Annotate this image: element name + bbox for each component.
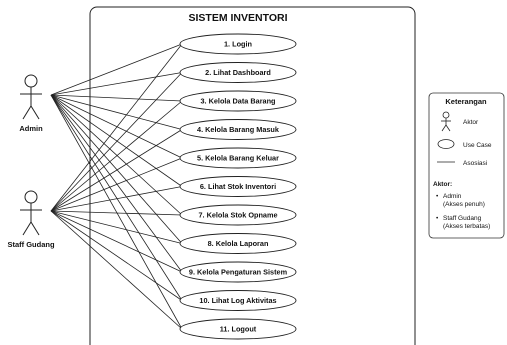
use-case-8: 8. Kelola Laporan bbox=[179, 233, 297, 254]
staff-association-line-1 bbox=[50, 43, 183, 212]
legend-staff-access: (Akses terbatas) bbox=[443, 223, 490, 230]
legend-actor-icon bbox=[441, 111, 451, 132]
legend-use-case-label: Use Case bbox=[463, 142, 492, 149]
legend-admin-access: (Akses penuh) bbox=[443, 201, 485, 208]
use-case-ellipse bbox=[179, 176, 297, 197]
staff-association-line-3 bbox=[50, 100, 183, 212]
use-case-2: 2. Lihat Dashboard bbox=[179, 62, 297, 83]
staff-association-line-2 bbox=[50, 72, 183, 212]
use-case-label: 2. Lihat Dashboard bbox=[205, 68, 271, 77]
staff-association-line-7 bbox=[50, 210, 183, 216]
actor-admin-leg-right bbox=[30, 105, 40, 120]
staff-association-line-10 bbox=[50, 210, 183, 301]
legend-actors-heading: Aktor: bbox=[433, 181, 452, 188]
admin-association-line-10 bbox=[50, 94, 183, 301]
admin-association-line-3 bbox=[50, 94, 183, 102]
use-case-label: 10. Lihat Log Aktivitas bbox=[199, 296, 276, 305]
legend-staff-name: Staff Gudang bbox=[443, 215, 482, 222]
use-case-ellipse bbox=[179, 204, 297, 226]
actor-admin bbox=[20, 74, 42, 120]
admin-association-line-1 bbox=[50, 43, 183, 96]
actor-staff-label: Staff Gudang bbox=[7, 240, 54, 249]
use-case-7: 7. Kelola Stok Opname bbox=[179, 204, 297, 226]
use-case-ellipse bbox=[179, 33, 297, 55]
association-lines bbox=[50, 43, 183, 330]
use-case-4: 4. Kelola Barang Masuk bbox=[179, 119, 297, 140]
use-case-label: 4. Kelola Barang Masuk bbox=[197, 125, 280, 134]
use-case-ellipse bbox=[179, 147, 297, 169]
actor-staff-gudang bbox=[20, 190, 42, 236]
use-case-label: 7. Kelola Stok Opname bbox=[198, 211, 277, 220]
admin-association-line-9 bbox=[50, 94, 183, 273]
staff-association-line-8 bbox=[50, 210, 183, 244]
use-case-6: 6. Lihat Stok Inventori bbox=[179, 176, 297, 197]
use-case-ellipse bbox=[179, 119, 297, 140]
legend-use-case-icon bbox=[437, 139, 455, 149]
staff-association-line-4 bbox=[50, 129, 183, 212]
actor-admin-head bbox=[24, 74, 38, 88]
actor-staff-leg-right bbox=[30, 221, 40, 236]
actor-admin-label: Admin bbox=[19, 124, 43, 133]
staff-association-line-5 bbox=[50, 157, 183, 212]
legend-title: Keterangan bbox=[445, 97, 487, 106]
use-case-3: 3. Kelola Data Barang bbox=[179, 90, 297, 112]
legend-association-label: Asosiasi bbox=[463, 160, 487, 167]
legend: Keterangan Aktor Use Case Asosiasi Aktor… bbox=[428, 92, 505, 239]
legend-actor-label: Aktor bbox=[463, 119, 479, 126]
use-case-ellipse bbox=[179, 290, 297, 311]
system-title: SISTEM INVENTORI bbox=[189, 12, 288, 24]
legend-box bbox=[428, 92, 505, 239]
use-case-ellipse bbox=[179, 233, 297, 254]
legend-bullet-admin: • bbox=[436, 193, 439, 200]
actor-admin-leg-left bbox=[22, 105, 32, 120]
use-case-ellipse bbox=[179, 90, 297, 112]
use-case-5: 5. Kelola Barang Keluar bbox=[179, 147, 297, 169]
use-case-label: 3. Kelola Data Barang bbox=[200, 97, 275, 106]
admin-association-line-7 bbox=[50, 94, 183, 216]
use-case-1: 1. Login bbox=[179, 33, 297, 55]
actor-staff-head bbox=[24, 190, 38, 204]
system-boundary bbox=[89, 6, 416, 345]
staff-association-line-6 bbox=[50, 186, 183, 212]
use-case-label: 5. Kelola Barang Keluar bbox=[197, 154, 279, 163]
use-case-10: 10. Lihat Log Aktivitas bbox=[179, 290, 297, 311]
use-case-label: 11. Logout bbox=[220, 325, 257, 334]
use-case-label: 9. Kelola Pengaturan Sistem bbox=[189, 268, 288, 277]
use-case-label: 1. Login bbox=[224, 40, 252, 49]
use-case-ellipse bbox=[179, 62, 297, 83]
admin-association-line-2 bbox=[50, 72, 183, 96]
use-case-ellipse bbox=[179, 318, 297, 340]
legend-admin-name: Admin bbox=[443, 193, 462, 200]
use-case-group: 1. Login 2. Lihat Dashboard 3. Kelola Data… bbox=[179, 33, 297, 340]
staff-association-line-11 bbox=[50, 210, 183, 330]
staff-association-line-9 bbox=[50, 210, 183, 273]
admin-association-line-5 bbox=[50, 94, 183, 159]
use-case-label: 6. Lihat Stok Inventori bbox=[200, 182, 276, 191]
admin-association-line-11 bbox=[50, 94, 183, 330]
use-case-ellipse bbox=[179, 261, 297, 283]
use-case-9: 9. Kelola Pengaturan Sistem bbox=[179, 261, 297, 283]
use-case-label: 8. Kelola Laporan bbox=[208, 239, 269, 248]
use-case-11: 11. Logout bbox=[179, 318, 297, 340]
admin-association-line-8 bbox=[50, 94, 183, 244]
admin-association-line-4 bbox=[50, 94, 183, 130]
admin-association-line-6 bbox=[50, 94, 183, 187]
actor-staff-leg-left bbox=[22, 221, 32, 236]
legend-bullet-staff: • bbox=[436, 215, 439, 222]
